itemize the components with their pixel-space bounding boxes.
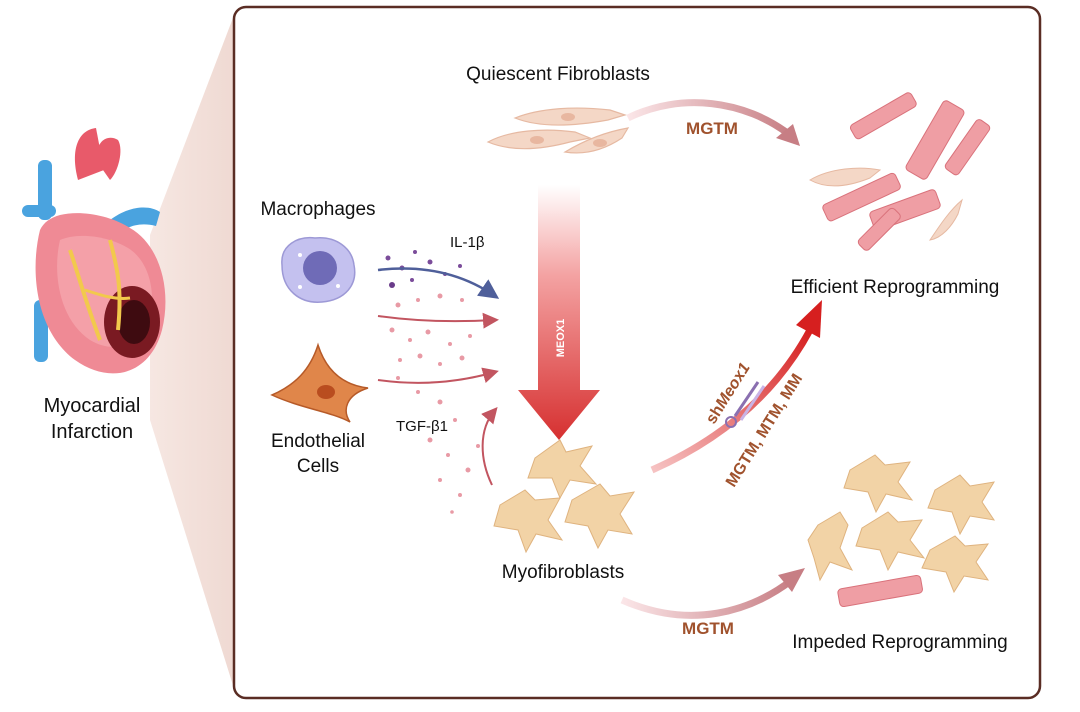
mgtm-bottom-label: MGTM [682,619,734,638]
tgfb1-label: TGF-β1 [396,418,448,435]
heart-illustration [22,128,166,374]
mgtm-top-label: MGTM [686,119,738,138]
myofibroblasts-label: Myofibroblasts [502,562,625,583]
impeded-myofibroblast-cluster [807,454,996,594]
shrna-hairpin-icon [725,381,766,428]
quiescent-fibroblasts-label: Quiescent Fibroblasts [466,64,650,85]
quiescent-fibroblast-cells [486,107,630,154]
mgtm-bottom-arrow [620,577,795,619]
signal-arrow-2 [377,312,499,329]
tgfb1-arrow [481,406,498,486]
efficient-red-arrow [650,328,814,474]
cytokine-particles [385,250,480,514]
il1b-label: IL-1β [450,234,485,251]
cardiomyocyte-cluster [822,92,991,251]
impeded-cardiomyocyte [837,574,923,608]
signal-arrow-3 [377,367,499,384]
endothelial-cell [270,342,369,423]
il1b-arrow [377,267,500,299]
infarction-label: Infarction [51,421,133,443]
myofibroblast-cluster [493,439,636,554]
meox1-arrow [518,185,600,440]
zoom-wedge [150,10,236,695]
mgtm-top-arrow [626,99,793,138]
quiescent-fibroblast-leftover [808,167,963,241]
impeded-reprogramming-label: Impeded Reprogramming [792,632,1007,653]
meox1-label: MEOX1 [555,319,567,358]
endothelial-label: Endothelial [271,431,365,452]
efficient-reprogramming-label: Efficient Reprogramming [791,277,1000,298]
macrophages-label: Macrophages [260,199,375,220]
cells-label: Cells [297,456,339,477]
myocardial-label: Myocardial [44,395,141,417]
macrophage-cell [281,237,356,303]
